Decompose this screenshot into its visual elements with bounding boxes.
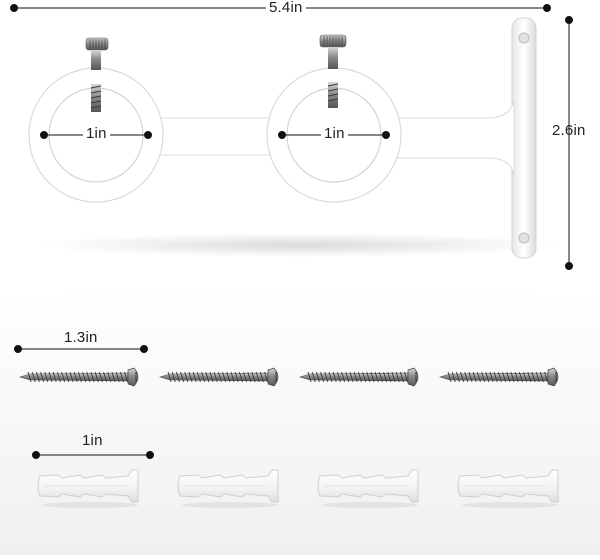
plastic-anchor	[177, 469, 279, 508]
dim-height-label: 2.6in	[552, 122, 586, 139]
wall-plate	[511, 17, 537, 259]
set-screw-right	[319, 34, 347, 108]
ring-left	[29, 68, 163, 202]
dim-anchor-label: 1in	[82, 432, 103, 449]
ring-right	[267, 68, 401, 202]
plate-hole-top	[518, 32, 530, 44]
wood-screw	[438, 367, 559, 387]
wood-screw	[18, 367, 139, 387]
wall-anchors	[37, 469, 559, 508]
dim-ring-right-label: 1in	[321, 125, 348, 142]
bracket-shadow	[40, 233, 560, 257]
dim-screw-label: 1.3in	[64, 329, 98, 346]
plate-hole-bottom	[518, 232, 530, 244]
plastic-anchor	[317, 469, 419, 508]
bracket-arm	[149, 117, 271, 156]
bracket-arm-right	[395, 99, 515, 176]
dimension-lines	[10, 4, 573, 459]
wood-screw	[158, 367, 279, 387]
dim-width-label: 5.4in	[266, 0, 306, 16]
double-curtain-rod-bracket	[28, 17, 537, 259]
background-bottom	[0, 286, 600, 555]
plastic-anchor	[457, 469, 559, 508]
dim-ring-left-label: 1in	[83, 125, 110, 142]
set-screw-left	[85, 37, 109, 112]
plastic-anchor	[37, 469, 139, 508]
wood-screw	[298, 367, 419, 387]
wood-screws	[18, 367, 559, 387]
